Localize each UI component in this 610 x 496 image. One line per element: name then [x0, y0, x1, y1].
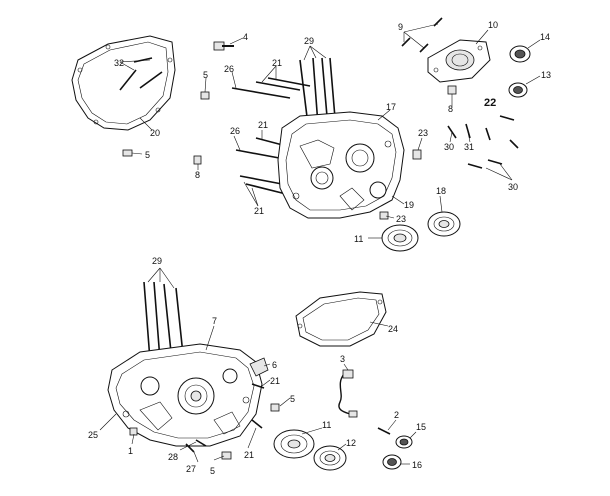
callout-27: 27: [186, 464, 196, 474]
bolts-30-31: [447, 123, 519, 169]
callout-labels: 32 20 4 5 5 8 26 21 29 17 26 21 21 19 23…: [88, 20, 551, 476]
callout-5: 5: [145, 150, 150, 160]
callout-30: 30: [508, 182, 518, 192]
callout-9: 9: [398, 22, 403, 32]
callout-23: 23: [396, 214, 406, 224]
callout-21: 21: [244, 450, 254, 460]
bearing-11-lower: [273, 429, 315, 459]
callout-20: 20: [150, 128, 160, 138]
callout-16: 16: [412, 460, 422, 470]
bolt-27-28: [185, 439, 207, 453]
callout-17: 17: [386, 102, 396, 112]
callout-5: 5: [210, 466, 215, 476]
callout-30: 30: [444, 142, 454, 152]
bolt-4: [213, 41, 234, 51]
plug-5-upper: [200, 91, 210, 100]
callout-8: 8: [195, 170, 200, 180]
callout-13: 13: [541, 70, 551, 80]
bolts-21-lower: [251, 383, 265, 429]
callout-26: 26: [224, 64, 234, 74]
callout-23: 23: [418, 128, 428, 138]
callout-29: 29: [152, 256, 162, 266]
gasket-24: [295, 291, 387, 347]
bolt-22: [499, 115, 515, 121]
bolts-32: [119, 57, 163, 91]
callout-21: 21: [258, 120, 268, 130]
callout-11: 11: [354, 234, 363, 244]
oil-seal-13: [508, 82, 528, 98]
dowel-23-lower: [379, 211, 389, 220]
callout-26: 26: [230, 126, 240, 136]
crankcase-left-half: [107, 343, 263, 447]
plug-5-bottom: [221, 451, 232, 460]
callout-21: 21: [270, 376, 280, 386]
callout-5: 5: [290, 394, 295, 404]
callout-15: 15: [416, 422, 426, 432]
callout-10: 10: [488, 20, 498, 30]
callout-28: 28: [168, 452, 178, 462]
callout-24: 24: [388, 324, 398, 334]
callout-29: 29: [304, 36, 314, 46]
bearing-12: [313, 445, 347, 471]
bearing-11-upper: [381, 224, 419, 252]
plug-5-lower-right: [270, 403, 280, 412]
cover-plate-10: [427, 39, 491, 83]
gasket-20: [71, 35, 176, 131]
callout-18: 18: [436, 186, 446, 196]
callout-32: 32: [114, 58, 124, 68]
leader-lines: [99, 23, 541, 465]
callout-1: 1: [128, 446, 133, 456]
callout-25: 25: [88, 430, 98, 440]
callout-19: 19: [404, 200, 414, 210]
oil-seal-16: [382, 454, 402, 470]
bearing-18: [427, 211, 461, 237]
callout-21: 21: [254, 206, 264, 216]
callout-21: 21: [272, 58, 282, 68]
sensor-3: [338, 369, 358, 418]
dowel-8-right: [447, 85, 457, 95]
dowel-8-left: [193, 155, 202, 165]
oil-seal-15: [395, 435, 413, 449]
crankcase-right-half: [277, 111, 405, 219]
oil-seal-14: [509, 45, 531, 63]
callout-5: 5: [203, 70, 208, 80]
callout-12: 12: [346, 438, 356, 448]
callout-22: 22: [484, 97, 496, 109]
callout-11: 11: [322, 420, 331, 430]
callout-8: 8: [448, 104, 453, 114]
callout-3: 3: [340, 354, 345, 364]
callout-4: 4: [243, 32, 248, 42]
dowel-1: [129, 427, 138, 436]
callout-2: 2: [394, 410, 399, 420]
bracket-6: [249, 357, 269, 377]
bolt-2: [377, 427, 391, 435]
callout-6: 6: [272, 360, 277, 370]
callout-7: 7: [212, 316, 217, 326]
dowel-5-left: [122, 149, 133, 157]
callout-14: 14: [540, 32, 550, 42]
callout-31: 31: [464, 142, 474, 152]
dowel-23-upper: [412, 149, 422, 160]
